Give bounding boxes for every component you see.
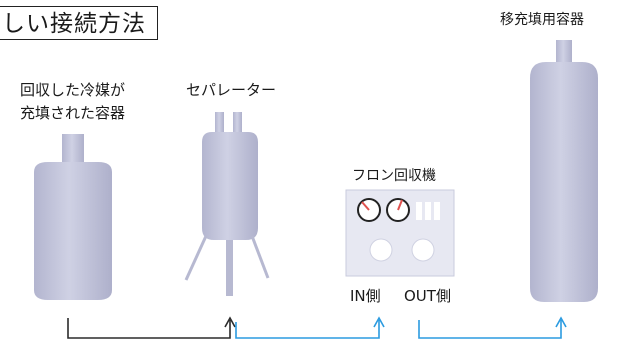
arrowhead-in [373,316,385,328]
hose-source-to-separator [67,318,231,339]
transfer-container-label: 移充填用容器 [500,12,584,28]
hose-out-to-transfer [418,320,562,339]
in-side-label: IN側 [350,287,381,305]
arrowhead-separator-in [224,316,236,328]
separator-label: セパレーター [186,81,277,99]
hose-separator-to-in [235,320,380,339]
source-container-label-line1: 回収した冷媒が [20,81,126,99]
source-container-label-line2: 充填された容器 [20,104,126,122]
separator [184,112,270,296]
source-cylinder [34,134,112,300]
page-title: しい接続方法 [0,6,158,40]
out-side-label: OUT側 [404,287,451,305]
transfer-cylinder [530,40,598,302]
arrowhead-transfer-in [555,316,567,328]
recovery-machine [345,189,455,277]
recovery-machine-label: フロン回収機 [352,168,436,184]
